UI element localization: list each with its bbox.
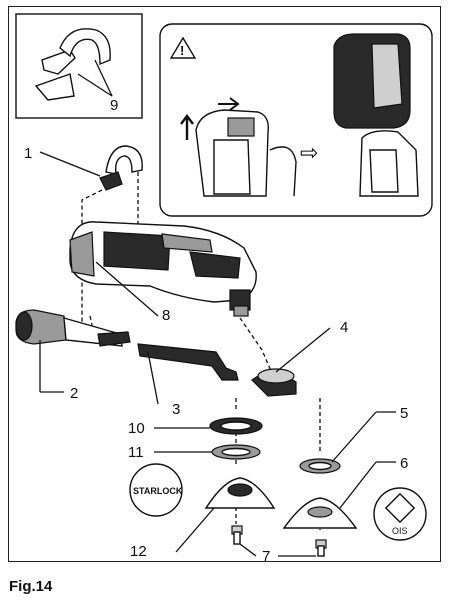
bolt-shank-left xyxy=(233,531,241,545)
extraction-channel: 3 xyxy=(137,343,239,418)
leader-1 xyxy=(39,151,101,177)
tool-grip xyxy=(103,231,171,271)
callout-6: 6 xyxy=(400,455,408,472)
clip-base xyxy=(41,49,76,75)
starlock-badge-circle xyxy=(129,463,183,517)
slide-arrow-icon xyxy=(218,97,240,111)
adapter-ring xyxy=(257,368,295,384)
callout-2: 2 xyxy=(70,385,78,402)
align-line-accessory xyxy=(235,398,321,452)
pad-12: 12 xyxy=(130,477,276,560)
tool-head xyxy=(189,251,241,279)
battery-slot-left xyxy=(213,139,251,195)
callout-10: 10 xyxy=(128,420,145,437)
battery-terminal xyxy=(371,43,403,109)
pad-6-hub xyxy=(307,506,333,518)
guard-hook xyxy=(105,145,143,175)
battery-inset: ! ⇨ xyxy=(159,23,433,217)
callout-4: 4 xyxy=(340,319,348,336)
leader-9a xyxy=(94,59,113,97)
ois-badge: OIS xyxy=(373,487,427,541)
leader-6-diag xyxy=(339,461,377,509)
align-line-adapter xyxy=(239,317,275,379)
washer-10-hole xyxy=(220,421,252,431)
washer-11: 11 xyxy=(128,444,261,461)
clip-foot xyxy=(34,73,75,101)
battery-button-left xyxy=(227,117,255,137)
leader-7a xyxy=(239,543,257,557)
warning-mark: ! xyxy=(180,43,184,58)
battery-slot-right xyxy=(369,149,399,193)
grip-left xyxy=(269,146,297,197)
align-line-guard-left xyxy=(81,189,103,340)
bolt-7: 7 xyxy=(231,525,327,565)
ois-mount-icon xyxy=(384,492,416,524)
callout-5: 5 xyxy=(400,405,408,422)
spindle-tip xyxy=(233,305,249,317)
washer-5: 5 xyxy=(299,405,408,474)
washer-5-hole xyxy=(308,461,332,471)
leader-9b xyxy=(77,73,113,97)
leader-3 xyxy=(147,351,159,405)
starlock-badge: STARLOCK xyxy=(129,463,183,517)
nozzle-connector xyxy=(97,331,131,347)
pad-6: 6 xyxy=(282,455,408,529)
callout-9: 9 xyxy=(110,97,118,114)
leader-8 xyxy=(95,261,159,317)
callout-7: 7 xyxy=(262,548,270,565)
guard: 1 xyxy=(24,145,143,191)
channel-body xyxy=(137,343,239,381)
washer-10: 10 xyxy=(128,417,263,437)
callout-8: 8 xyxy=(162,307,170,324)
adapter: 4 xyxy=(251,319,348,397)
leader-12 xyxy=(175,507,215,553)
clip-inset: 9 xyxy=(15,13,143,119)
washer-11-hole xyxy=(221,447,251,457)
speed-dial xyxy=(161,233,213,253)
up-arrow-icon xyxy=(180,114,194,140)
callout-1: 1 xyxy=(24,145,32,162)
ois-label: OIS xyxy=(392,526,408,536)
pad-12-hub xyxy=(227,483,253,497)
tool-rear xyxy=(69,231,95,277)
dust-nozzle: 2 xyxy=(15,309,131,402)
warning-icon xyxy=(169,36,197,59)
starlock-label: STARLOCK xyxy=(133,486,183,496)
bolt-shank-right xyxy=(317,545,325,557)
figure-caption: Fig.14 xyxy=(9,578,53,595)
nozzle-opening xyxy=(15,311,33,341)
callout-3: 3 xyxy=(172,401,180,418)
figure-frame xyxy=(8,6,441,562)
callout-11: 11 xyxy=(128,444,144,461)
clip-hook xyxy=(59,28,111,66)
leader-4 xyxy=(275,327,331,373)
guard-clamp xyxy=(99,171,123,191)
next-step-arrow: ⇨ xyxy=(300,140,318,165)
leader-5-diag xyxy=(331,411,377,463)
multi-tool-body: 8 xyxy=(69,221,257,324)
callout-12: 12 xyxy=(130,543,147,560)
